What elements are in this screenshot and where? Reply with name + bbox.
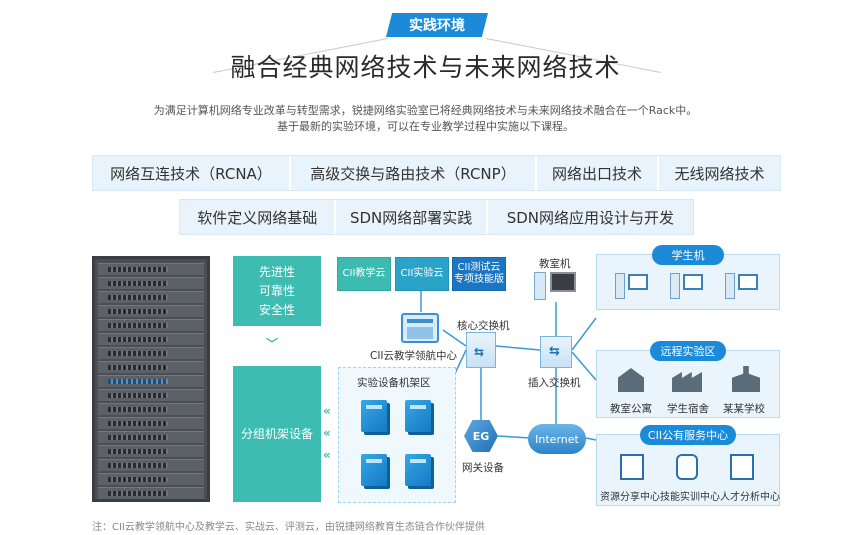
core-switch-icon[interactable]: ⇆ [466,332,496,368]
course-sdn-dev[interactable]: SDN网络应用设计与开发 [506,208,675,227]
gateway-tag: EG [472,429,490,443]
public-service-pill: CII公有服务中心 [640,425,736,445]
access-switch-icon[interactable]: ⇆ [540,336,572,368]
feature-advanced: 先进性 [258,264,295,279]
rack-unit [98,487,204,499]
course-sdn-basics[interactable]: 软件定义网络基础 [180,200,337,234]
nav-center-label: CII云教学领航中心 [370,350,458,362]
rack-unit [98,459,204,471]
access-switch-label: 插入交换机 [528,377,581,389]
student-monitor-icon [683,274,703,290]
rack-unit [98,291,204,303]
lab-rack-area: 实验设备机架区 [338,367,456,503]
test-cloud-label: CII测试云 [457,262,501,273]
remote-item-apartment: 教室公寓 [610,403,652,415]
classroom-tower-icon [534,272,546,300]
course-rcna[interactable]: 网络互连技术（RCNA） [93,156,291,190]
rack-unit [98,347,204,359]
internet-cloud-icon: Internet [528,424,586,454]
public-item-resource: 资源分享中心 [600,492,660,503]
public-item-talent: 人才分析中心 [720,492,780,503]
classroom-label: 教室机 [539,258,571,270]
page-title: 融合经典网络技术与未来网络技术 [230,53,621,82]
teaching-cloud-box[interactable]: CII教学云 [337,257,391,291]
test-cloud-box[interactable]: CII测试云 专项技能版 [452,257,506,291]
rack-unit [98,473,204,485]
remote-item-school: 某某学校 [723,403,765,415]
rack-unit [98,305,204,317]
course-wireless[interactable]: 无线网络技术 [674,164,765,183]
student-monitor-icon [738,274,758,290]
server-icon [361,454,387,486]
rack-unit [98,375,204,387]
rack-unit [98,361,204,373]
server-icon [405,400,431,432]
teaching-cloud-label: CII教学云 [342,268,386,279]
core-switch-label: 核心交换机 [457,320,510,332]
student-tower-icon [725,273,735,299]
classroom-monitor-icon [550,272,576,292]
resource-share-icon [620,454,644,480]
course-sdn-deploy[interactable]: SDN网络部署实践 [336,200,488,234]
rack-unit [98,277,204,289]
course-network-egress[interactable]: 网络出口技术 [537,156,659,190]
course-row-2: 软件定义网络基础 SDN网络部署实践 SDN网络应用设计与开发 [179,199,694,235]
course-rcnp[interactable]: 高级交换与路由技术（RCNP） [291,156,537,190]
equipment-rack [92,256,210,502]
course-row-1: 网络互连技术（RCNA） 高级交换与路由技术（RCNP） 网络出口技术 无线网络… [92,155,781,191]
lab-rack-area-label: 实验设备机架区 [357,377,431,389]
chevron-left-icon: ««« [323,404,331,462]
test-cloud-sublabel: 专项技能版 [454,274,504,285]
nav-center-icon[interactable] [401,313,439,343]
description-line-2: 基于最新的实验环境，可以在专业教学过程中实施以下课程。 [277,120,574,133]
rack-unit [98,389,204,401]
lab-cloud-box[interactable]: CII实验云 [395,257,449,291]
rack-unit [98,417,204,429]
server-icon [405,454,431,486]
remote-item-dormitory: 学生宿舍 [667,403,709,415]
rack-unit [98,263,204,275]
lab-cloud-label: CII实验云 [400,268,444,279]
rack-unit [98,403,204,415]
description-line-1: 为满足计算机网络专业改革与转型需求，锐捷网络实验室已将经典网络技术与未来网络技术… [153,104,698,117]
rack-device-box: 分组机架设备 [233,366,321,502]
rack-unit [98,333,204,345]
dormitory-icon [672,372,702,392]
features-box: 先进性 可靠性 安全性 [233,256,321,326]
student-tower-icon [615,273,625,299]
rack-device-label: 分组机架设备 [240,426,313,441]
gateway-label: 网关设备 [462,462,504,474]
student-pill: 学生机 [652,245,724,265]
internet-label: Internet [535,432,579,446]
chevron-down-icon: ﹀ [266,337,279,351]
feature-reliable: 可靠性 [258,283,295,298]
rack-unit [98,445,204,457]
skill-training-icon [676,454,698,480]
footnote: 注：CII云教学领航中心及教学云、实战云、评测云，由锐捷网络教育生态链合作伙伴提… [92,522,485,533]
rack-unit [98,319,204,331]
student-tower-icon [670,273,680,299]
feature-secure: 安全性 [258,302,295,317]
talent-analysis-icon [730,454,754,480]
rack-unit [98,431,204,443]
section-tag: 实践环境 [386,13,488,37]
remote-lab-pill: 远程实验区 [650,341,726,361]
server-icon [361,400,387,432]
public-item-training: 技能实训中心 [660,492,720,503]
student-monitor-icon [628,274,648,290]
